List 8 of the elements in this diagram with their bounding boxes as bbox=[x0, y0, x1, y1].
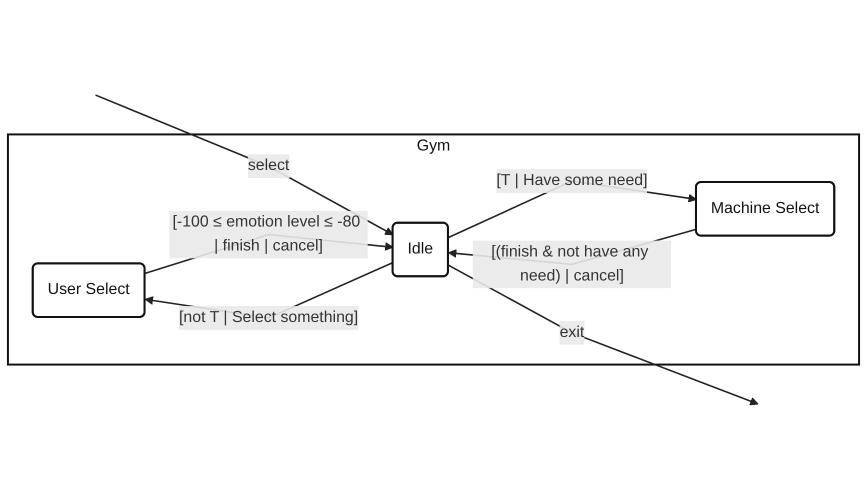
arrow bbox=[448, 264, 759, 406]
edge-label: [(finish & not have any need) | cancel] bbox=[491, 244, 648, 284]
edge-label: [-100 ≤ emotion level ≤ -80 | finish | cancel] bbox=[172, 214, 360, 254]
arrow bbox=[95, 94, 394, 236]
edge-label: [T | Have some need] bbox=[496, 172, 648, 189]
edge-label: exit bbox=[560, 324, 584, 341]
edge-label: [not T | Select something] bbox=[179, 309, 358, 326]
edge-label: select bbox=[248, 157, 290, 174]
